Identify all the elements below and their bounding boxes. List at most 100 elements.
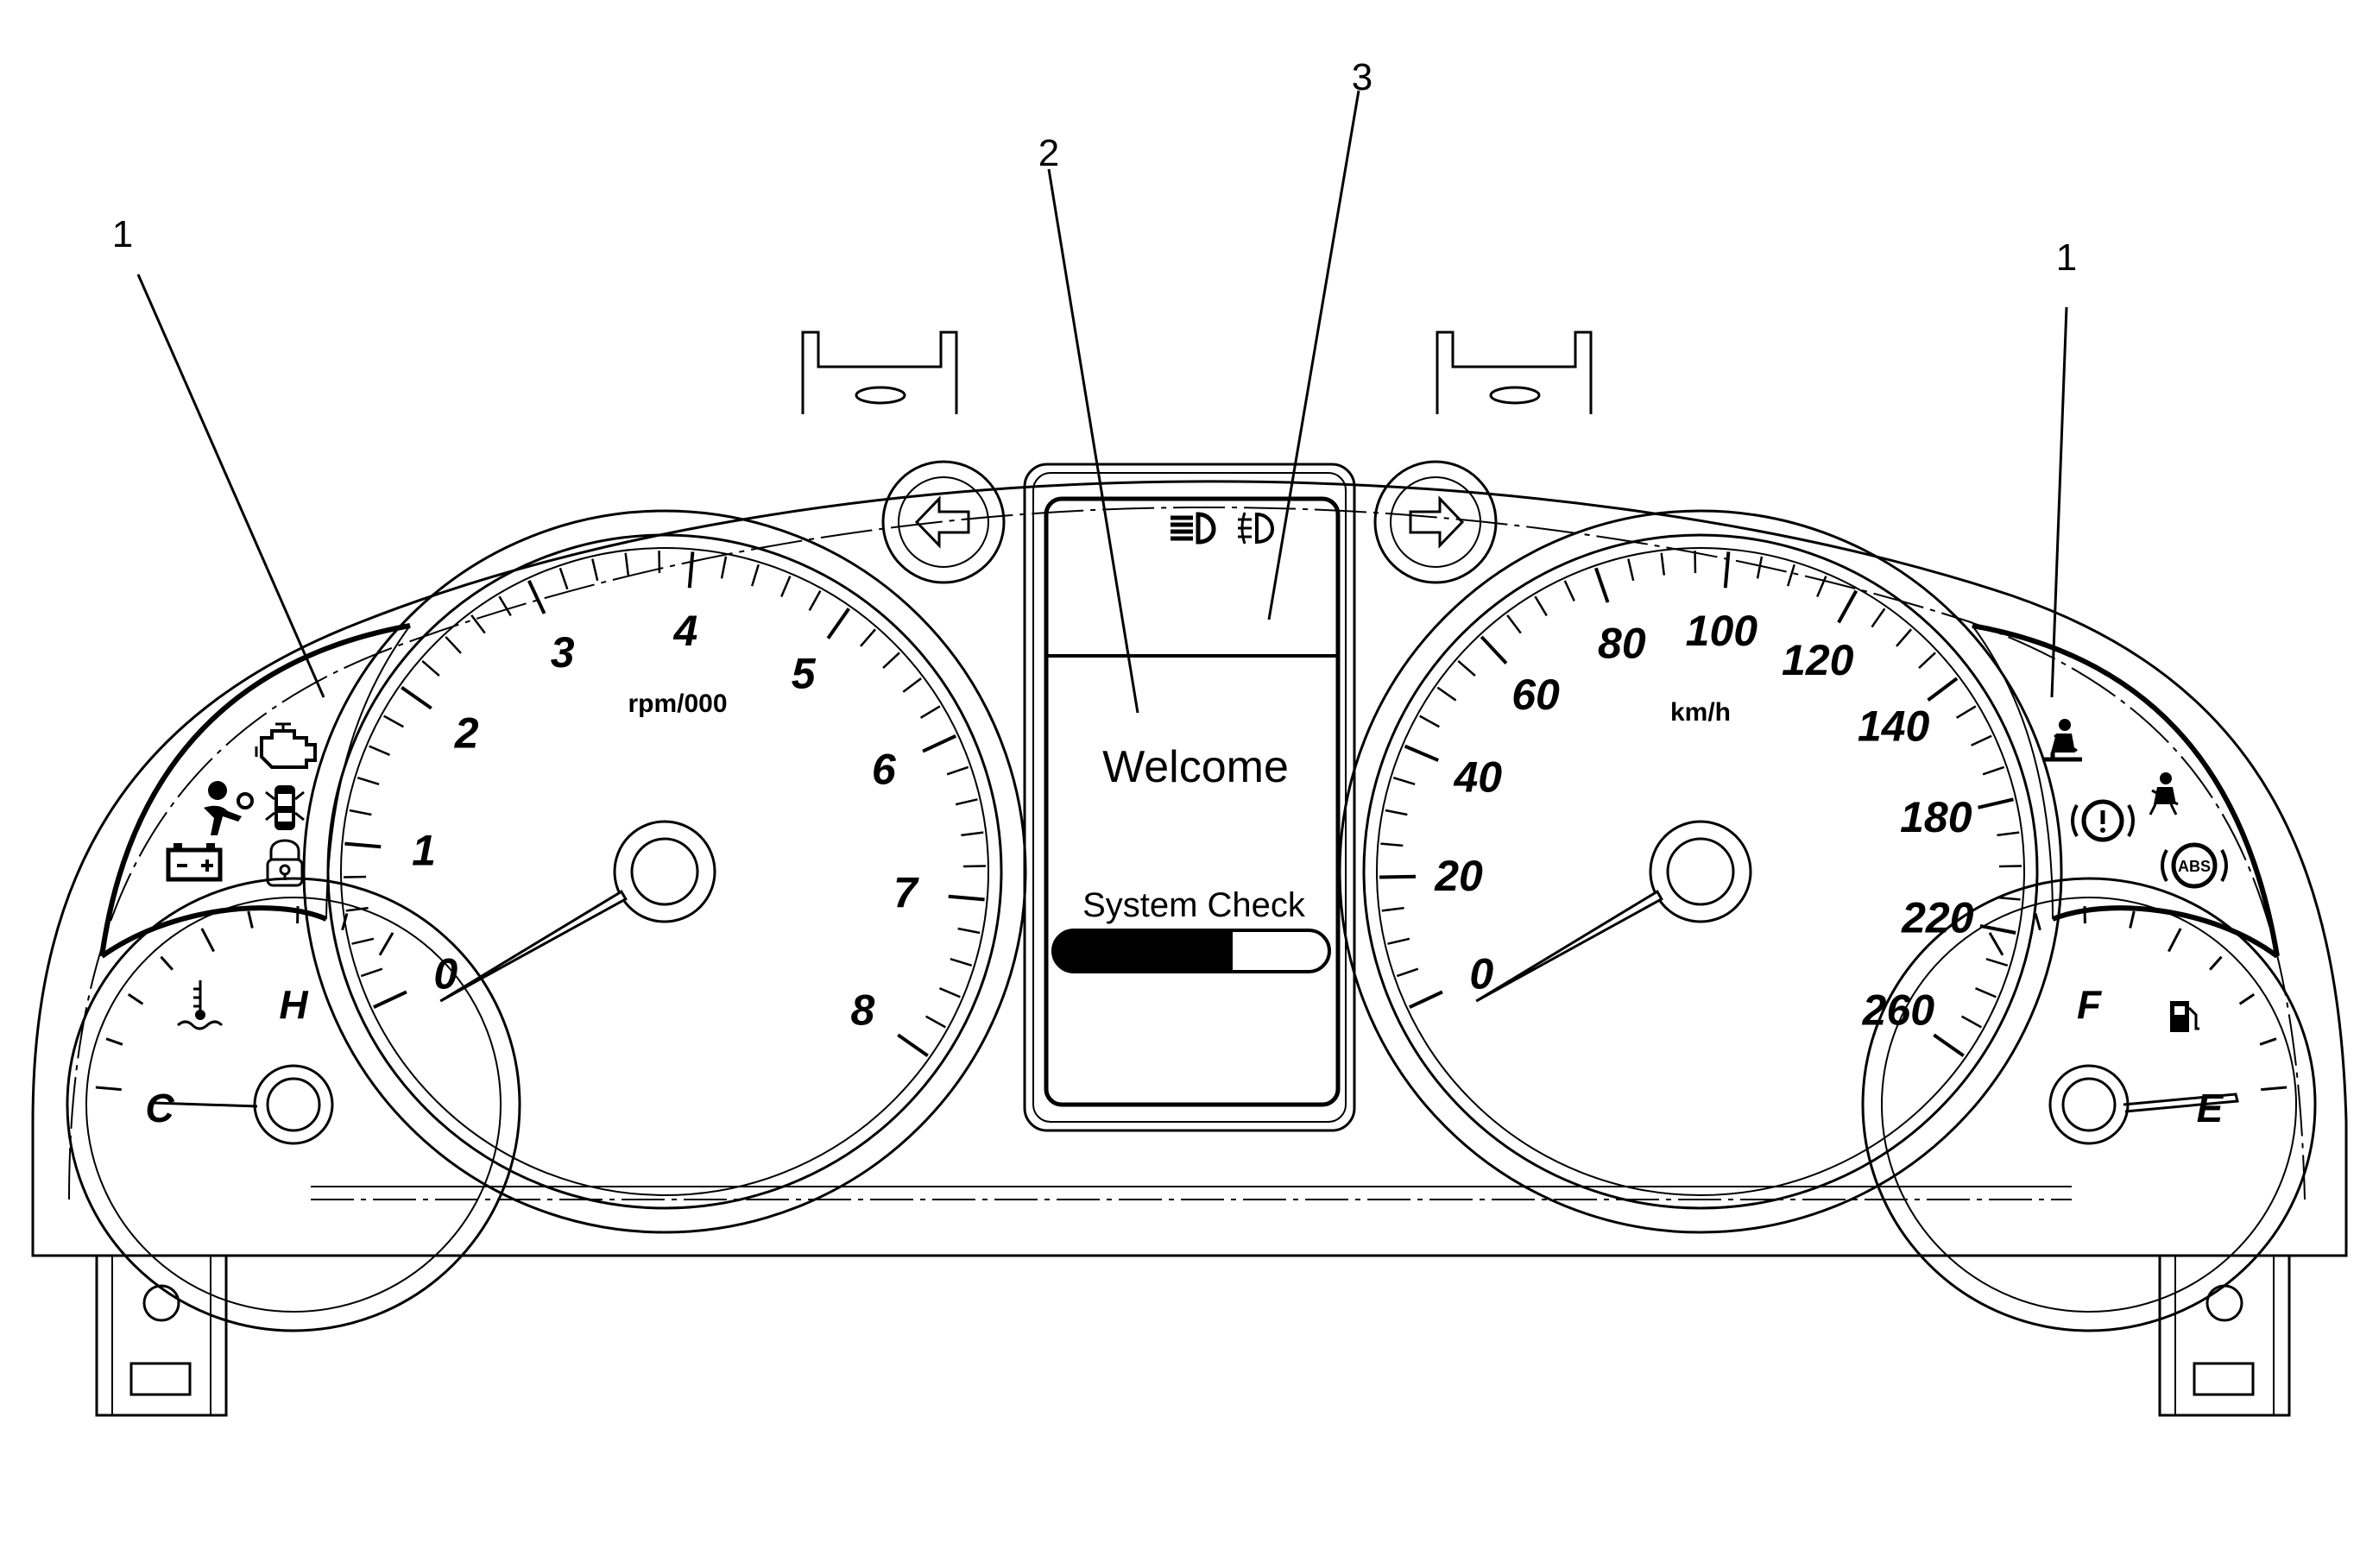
tachometer-tick: [752, 564, 759, 586]
fuel-tick: [2130, 911, 2135, 928]
speedometer-tick: [1998, 897, 2021, 899]
tachometer-tick: [592, 559, 597, 581]
tachometer-needle: [440, 891, 626, 1001]
tachometer-tick: [722, 557, 726, 579]
tachometer-tick: [626, 553, 628, 576]
callout-label-right: 1: [2056, 236, 2077, 279]
speedometer-tick: [1382, 908, 1404, 910]
display-status-text: System Check: [1082, 886, 1306, 924]
display-welcome-message: Welcome: [1102, 742, 1289, 792]
check-engine-icon: [256, 724, 315, 767]
speedometer-tick: [1662, 553, 1664, 576]
callout-dic-display: 2: [1038, 132, 1138, 713]
tachometer-tick: [445, 637, 461, 653]
cluster-housing: [33, 482, 2346, 1256]
tachometer-tick: [352, 939, 374, 944]
tachometer-tick: [861, 629, 875, 646]
seatbelt-icon: [2150, 772, 2178, 815]
fuel-empty-label: E: [2197, 1086, 2224, 1130]
tachometer-number: 4: [672, 607, 697, 655]
battery-icon: [168, 843, 220, 879]
speedometer-tick: [1980, 926, 2016, 933]
fog-lamp-icon: [1238, 513, 1272, 544]
speedometer-tick: [1410, 992, 1442, 1007]
temperature-tick: [96, 1087, 122, 1090]
tachometer-number: 7: [893, 868, 919, 916]
tachometer-tick: [921, 706, 940, 717]
speedometer-tick: [1962, 1017, 1982, 1028]
tachometer-tick: [344, 844, 381, 847]
temperature-low-label: C: [145, 1086, 174, 1130]
speedometer-tick: [1481, 637, 1506, 664]
temperature-high-label: H: [279, 982, 308, 1027]
tachometer-tick: [499, 596, 510, 615]
speedometer-tick: [1986, 959, 2008, 966]
speedometer-tick: [1871, 608, 1884, 627]
tachometer-tick: [384, 716, 404, 727]
tachometer-tick: [926, 1017, 946, 1028]
speedometer-tick: [1565, 581, 1574, 601]
tachometer-tick: [950, 959, 972, 966]
callout-label-left: 1: [112, 213, 133, 255]
tachometer-tick: [923, 736, 956, 752]
speedometer-tick: [1385, 810, 1408, 815]
speedometer-tick: [1934, 1035, 1963, 1055]
tachometer-tick: [374, 992, 407, 1007]
temperature-gauge: H C: [67, 878, 520, 1331]
tachometer-tick: [898, 1035, 927, 1055]
callout-label-indicator: 3: [1352, 56, 1372, 98]
speedometer-tick: [1978, 799, 2014, 807]
speedometer-number: 260: [1862, 986, 1935, 1035]
tachometer-tick: [903, 678, 921, 692]
speedometer-tick: [1896, 629, 1911, 646]
speedometer-unit: km/h: [1670, 698, 1731, 727]
temperature-tick: [129, 994, 143, 1004]
tachometer-number: 5: [792, 650, 817, 698]
abs-warning-icon: ABS: [2162, 845, 2226, 886]
speedometer-tick: [1420, 716, 1440, 727]
speedometer-number: 60: [1511, 671, 1560, 719]
right-telltale-panel: [1972, 626, 2277, 956]
speedometer-tick: [1975, 988, 1996, 997]
fuel-tick: [2240, 994, 2255, 1004]
tachometer-tick: [961, 833, 983, 835]
tachometer-number: 6: [872, 746, 897, 794]
tachometer-number: 8: [850, 986, 874, 1035]
fuel-gauge: F E: [1863, 878, 2315, 1331]
high-beam-icon: [1171, 514, 1214, 542]
coolant-temp-icon: [178, 980, 222, 1029]
center-display: Welcome System Check: [1025, 464, 1354, 1130]
tachometer-tick: [690, 551, 693, 588]
bottom-mount-left: [97, 1256, 226, 1415]
speedometer-tick: [1997, 833, 2019, 835]
fuel-full-label: F: [2077, 982, 2103, 1027]
speedometer-tick: [1957, 706, 1976, 717]
speedometer-number: 140: [1858, 702, 1930, 750]
speedometer-number: 100: [1686, 607, 1758, 655]
speedometer-tick: [1535, 596, 1546, 615]
speedometer-number: 0: [1469, 949, 1493, 998]
fuel-tick: [2168, 929, 2180, 952]
speedometer-tick: [1405, 746, 1439, 760]
temperature-tick: [106, 1039, 123, 1045]
tachometer-tick: [883, 652, 899, 668]
speedometer-tick: [1726, 551, 1729, 588]
left-turn-arrow-icon: [883, 462, 1004, 582]
speedometer-number: 20: [1434, 852, 1483, 900]
temperature-tick: [202, 929, 214, 952]
tachometer-tick: [529, 581, 545, 614]
airbag-icon: [204, 781, 252, 835]
tachometer-tick: [781, 576, 790, 597]
speedometer-tick: [1628, 559, 1633, 581]
tachometer-tick: [828, 608, 849, 638]
speedometer-tick: [1507, 615, 1521, 633]
speedometer-tick: [1397, 969, 1418, 976]
temperature-tick: [380, 933, 393, 955]
speedometer-tick: [1788, 564, 1795, 586]
speedometer-tick: [1928, 678, 1958, 700]
speedometer-tick: [1393, 778, 1415, 784]
speedometer-tick: [1458, 661, 1475, 676]
speedometer-number: 80: [1598, 619, 1646, 667]
